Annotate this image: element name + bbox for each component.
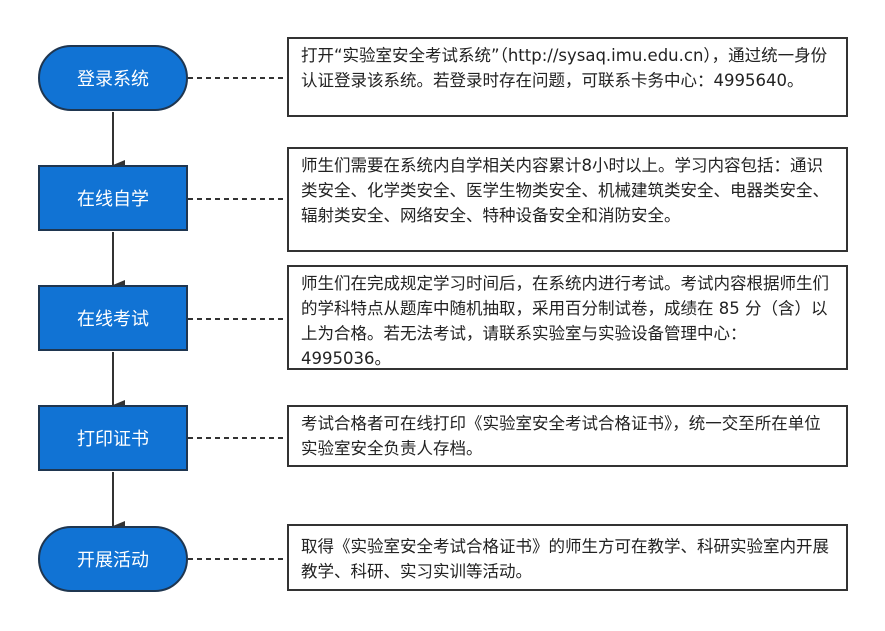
step-print-certificate: 打印证书 (38, 405, 188, 471)
step-login: 登录系统 (38, 45, 188, 111)
desc-self-study: 师生们需要在系统内自学相关内容累计8小时以上。学习内容包括：通识类安全、化学类安… (287, 147, 848, 252)
step-online-exam: 在线考试 (38, 285, 188, 351)
desc-login: 打开“实验室安全考试系统”（http://sysaq.imu.edu.cn），通… (287, 37, 848, 117)
step-self-study: 在线自学 (38, 165, 188, 231)
desc-activities: 取得《实验室安全考试合格证书》的师生方可在教学、科研实验室内开展教学、科研、实习… (287, 524, 848, 591)
desc-print-certificate: 考试合格者可在线打印《实验室安全考试合格证书》，统一交至所在单位实验室安全负责人… (287, 405, 848, 467)
desc-online-exam: 师生们在完成规定学习时间后，在系统内进行考试。考试内容根据师生们的学科特点从题库… (287, 265, 848, 370)
step-activities: 开展活动 (38, 526, 188, 592)
